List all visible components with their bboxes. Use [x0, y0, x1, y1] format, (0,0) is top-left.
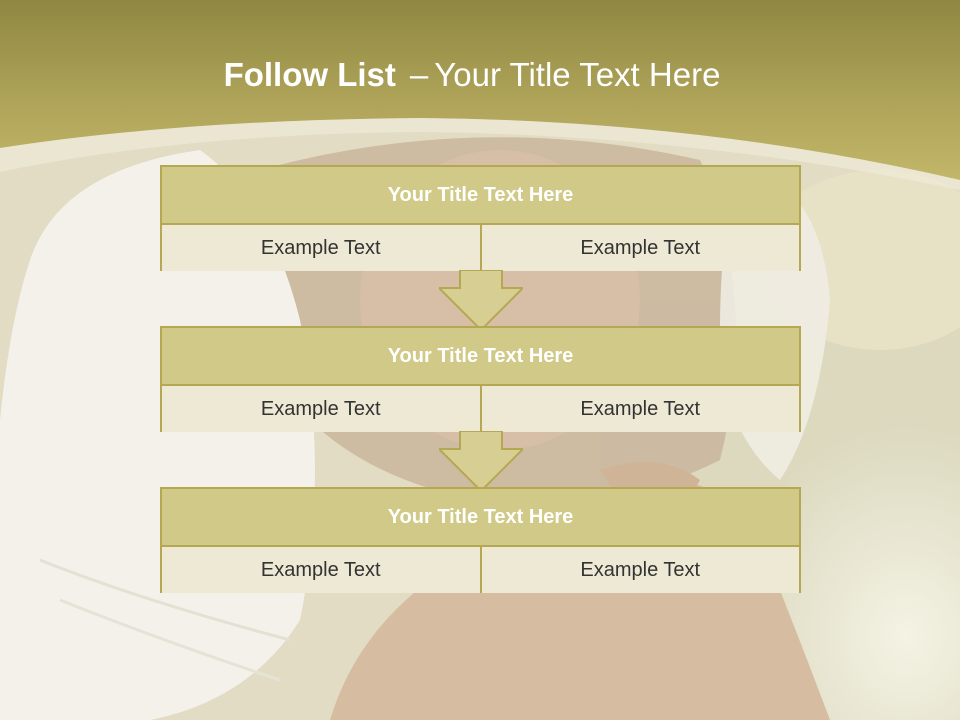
- step-title: Your Title Text Here: [162, 328, 799, 386]
- step-block-3: Your Title Text Here Example Text Exampl…: [160, 487, 801, 593]
- step-cell-left: Example Text: [162, 225, 480, 271]
- down-arrow-icon: [439, 431, 523, 493]
- slide-title: Follow List–Your Title Text Here: [0, 52, 944, 98]
- step-cell-right: Example Text: [479, 225, 799, 271]
- step-block-1: Your Title Text Here Example Text Exampl…: [160, 165, 801, 271]
- step-row: Example Text Example Text: [162, 225, 799, 271]
- step-title: Your Title Text Here: [162, 167, 799, 225]
- title-rest: Your Title Text Here: [434, 56, 721, 93]
- step-block-2: Your Title Text Here Example Text Exampl…: [160, 326, 801, 432]
- title-bold: Follow List: [223, 56, 396, 93]
- step-row: Example Text Example Text: [162, 547, 799, 593]
- step-row: Example Text Example Text: [162, 386, 799, 432]
- step-title: Your Title Text Here: [162, 489, 799, 547]
- down-arrow-icon: [439, 270, 523, 332]
- step-cell-right: Example Text: [479, 386, 799, 432]
- title-separator: –: [409, 56, 429, 93]
- step-cell-right: Example Text: [479, 547, 799, 593]
- step-cell-left: Example Text: [162, 547, 480, 593]
- step-cell-left: Example Text: [162, 386, 480, 432]
